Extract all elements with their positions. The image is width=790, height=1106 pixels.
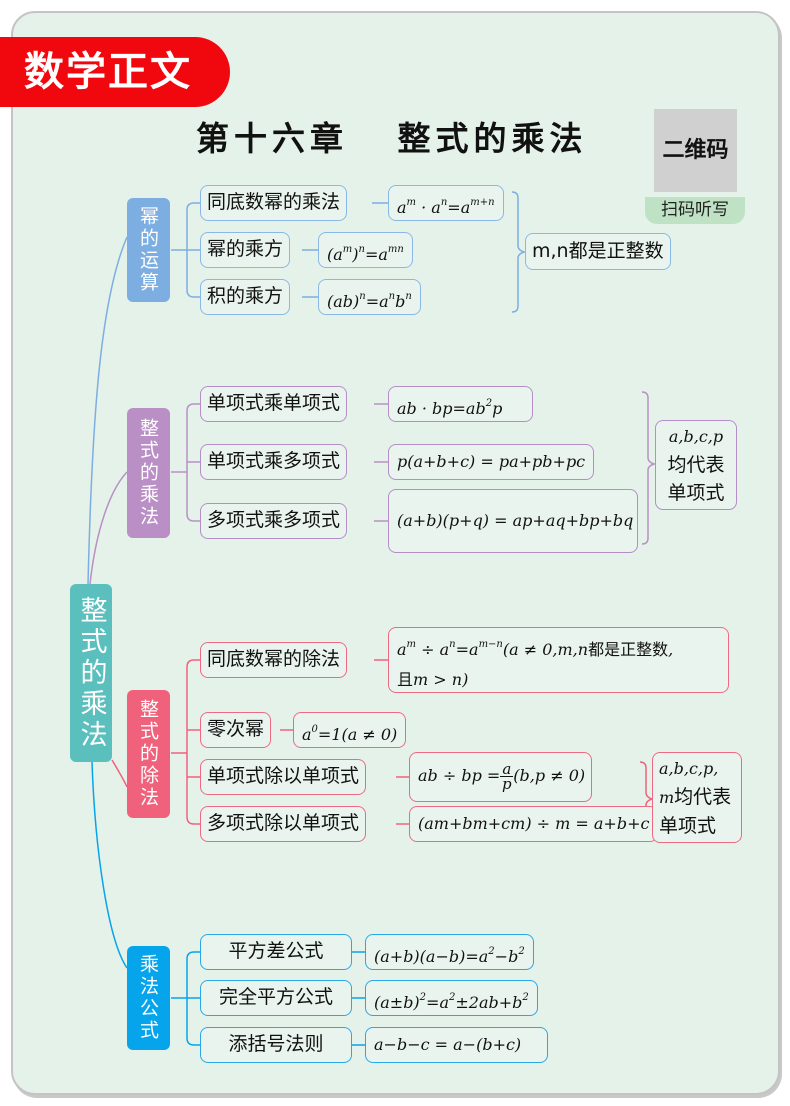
formula-power-of-power: (am)n=amn xyxy=(318,232,413,268)
root-node[interactable]: 整式的乘法 xyxy=(70,584,112,762)
formula-zero-exponent: a0=1(a ≠ 0) xyxy=(293,712,407,748)
node-monomial-times-polynomial[interactable]: 单项式乘多项式 xyxy=(200,444,348,480)
node-perfect-square[interactable]: 完全平方公式 xyxy=(200,980,352,1016)
note-vars: a,b,c,p, xyxy=(659,759,719,778)
note-text-line2: 单项式 xyxy=(667,482,725,504)
formula-line1: am ÷ an=am−n(a ≠ 0,m,n都是正整数, xyxy=(397,639,674,659)
formula-left: ab ÷ bp = xyxy=(418,766,501,785)
node-zero-exponent[interactable]: 零次幂 xyxy=(200,712,272,748)
formula-polynomial-times-polynomial: (a+b)(p+q) = ap+aq+bp+bq xyxy=(388,489,638,553)
branch-multiplication-formulas[interactable]: 乘法公式 xyxy=(127,946,170,1050)
node-power-of-product[interactable]: 积的乘方 xyxy=(200,279,291,315)
formula-monomial-times-monomial: ab · bp=ab2p xyxy=(388,386,533,422)
chapter-title: 整式的乘法 xyxy=(397,119,588,158)
node-adding-parentheses[interactable]: 添括号法则 xyxy=(200,1027,352,1063)
formula-difference-of-squares: (a+b)(a−b)=a2−b2 xyxy=(365,934,534,970)
formula-perfect-square: (a±b)2=a2±2ab+b2 xyxy=(365,980,538,1016)
formula-same-base-division: am ÷ an=am−n(a ≠ 0,m,n都是正整数, 且m > n) xyxy=(388,627,729,693)
note-division-vars: a,b,c,p, m均代表 单项式 xyxy=(652,752,742,843)
formula-polynomial-div-monomial: (am+bm+cm) ÷ m = a+b+c xyxy=(409,806,659,842)
formula-adding-parentheses: a−b−c = a−(b+c) xyxy=(365,1027,548,1063)
branch-polynomial-multiplication[interactable]: 整式的乘法 xyxy=(127,408,170,538)
node-monomial-times-monomial[interactable]: 单项式乘单项式 xyxy=(200,386,348,422)
node-same-base-division[interactable]: 同底数幂的除法 xyxy=(200,642,348,678)
formula-power-of-product: (ab)n=anbn xyxy=(318,279,421,315)
note-power-condition: m,n都是正整数 xyxy=(525,233,671,270)
node-polynomial-times-polynomial[interactable]: 多项式乘多项式 xyxy=(200,503,348,539)
branch-power-operations[interactable]: 幂的运算 xyxy=(127,198,170,302)
formula-monomial-times-polynomial: p(a+b+c) = pa+pb+pc xyxy=(388,444,595,480)
note-text: 均代表 xyxy=(674,786,732,808)
note-text-line2: 单项式 xyxy=(659,815,717,837)
node-polynomial-div-monomial[interactable]: 多项式除以单项式 xyxy=(200,806,367,842)
node-same-base-multiplication[interactable]: 同底数幂的乘法 xyxy=(200,185,348,221)
branch-polynomial-division[interactable]: 整式的除法 xyxy=(127,690,170,818)
node-difference-of-squares[interactable]: 平方差公式 xyxy=(200,934,352,970)
formula-right: (b,p ≠ 0) xyxy=(513,766,586,785)
formula-same-base-multiplication: am · an=am+n xyxy=(388,185,504,221)
fraction-numerator: a xyxy=(500,760,514,778)
qr-code[interactable]: 二维码 xyxy=(654,109,737,192)
note-var-m: m xyxy=(659,788,675,807)
node-power-of-power[interactable]: 幂的乘方 xyxy=(200,232,291,268)
note-vars: a,b,c,p xyxy=(668,427,724,446)
page-title: 第十六章 整式的乘法 xyxy=(196,112,587,160)
section-tag: 数学正文 xyxy=(0,37,230,107)
fraction-denominator: p xyxy=(502,775,512,793)
qr-label: 扫码听写 xyxy=(645,197,745,224)
formula-line2: 且m > n) xyxy=(397,670,469,689)
chapter-number: 第十六章 xyxy=(196,119,348,158)
note-text-line1: m均代表 xyxy=(659,783,735,812)
note-multiplication-vars: a,b,c,p 均代表 单项式 xyxy=(655,420,737,510)
node-monomial-div-monomial[interactable]: 单项式除以单项式 xyxy=(200,759,367,795)
note-text-line1: 均代表 xyxy=(667,454,725,476)
